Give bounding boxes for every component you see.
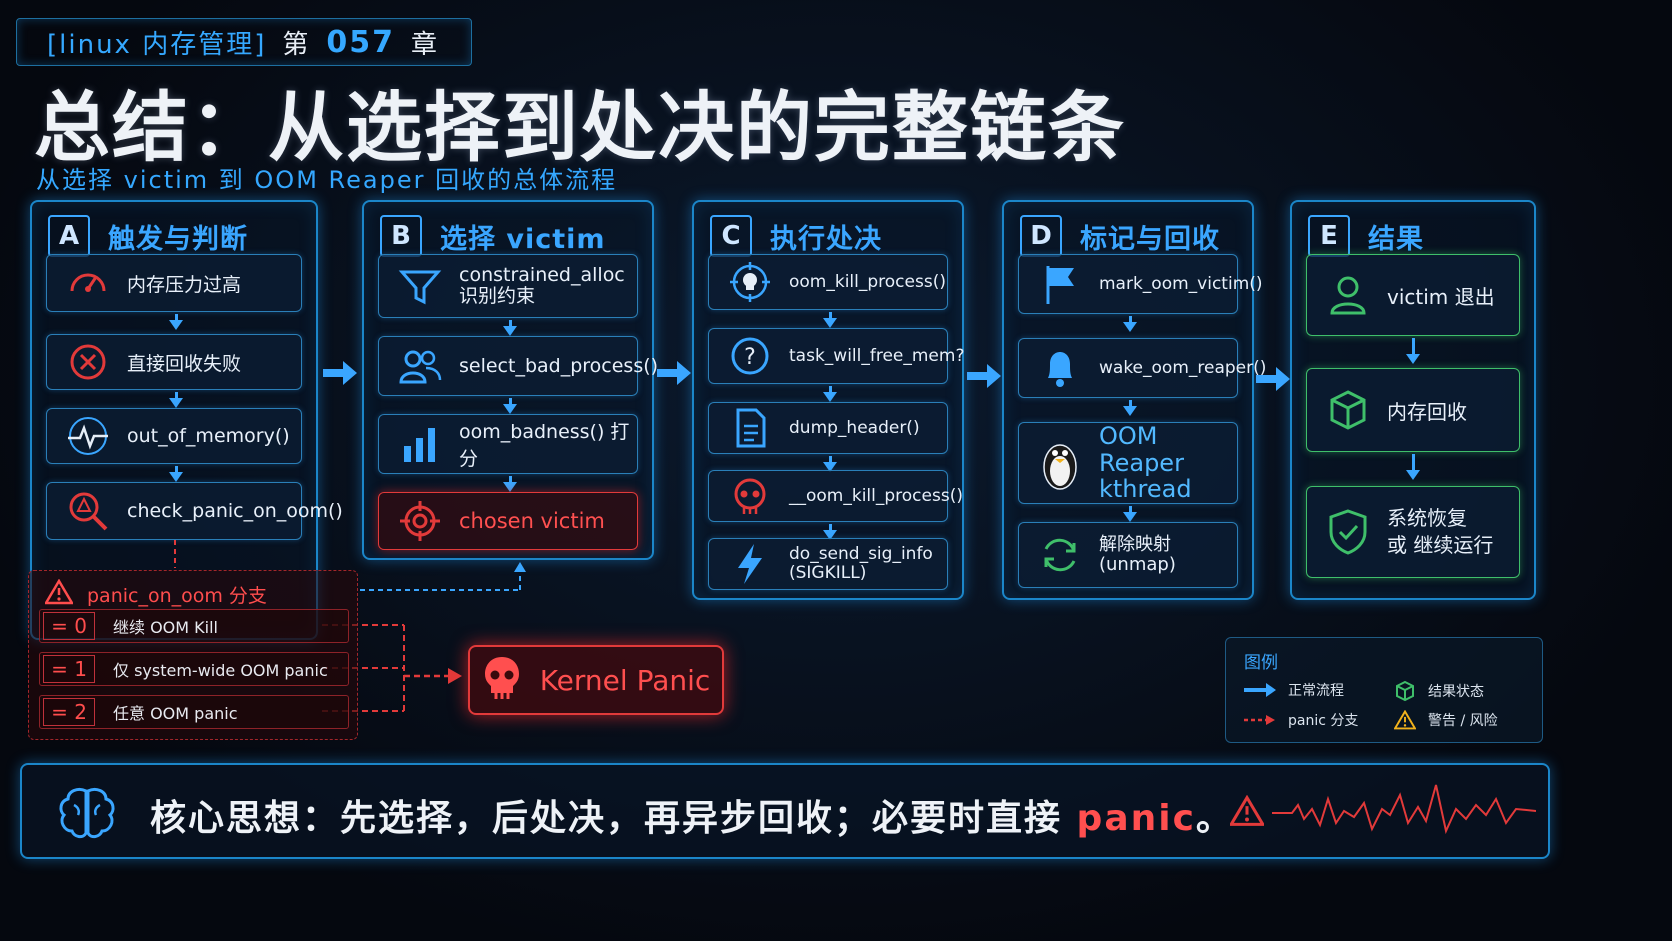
- ecg-waveform-icon: [1272, 784, 1536, 835]
- step-check-panic: check_panic_on_oom(): [46, 482, 343, 540]
- cube-icon: [1325, 387, 1371, 433]
- step-mark-oom-victim: mark_oom_victim(): [1018, 254, 1263, 314]
- target-icon: [397, 498, 443, 544]
- chosen-victim-box: chosen victim: [378, 492, 638, 550]
- skull-icon: [482, 655, 522, 706]
- filter-icon: [397, 263, 443, 309]
- panic-row-2: = 2 任意 OOM panic: [39, 695, 349, 729]
- dashed-arrow-icon: [1244, 715, 1275, 725]
- legend-warning: 警告 / 风险: [1394, 710, 1498, 730]
- flow-arrow-icon: [967, 364, 1001, 388]
- core-idea-text: 核心思想：先选择，后处决，再异步回收；必要时直接 panic。: [150, 798, 1234, 839]
- brain-icon: [56, 785, 118, 845]
- column-title: 标记与回收: [1080, 223, 1220, 255]
- step-oom-kill-process: oom_kill_process(): [708, 254, 948, 310]
- error-circle-icon: [65, 339, 111, 385]
- user-icon: [1325, 272, 1371, 318]
- chapter-label: 第: [282, 29, 311, 60]
- step-unmap: 解除映射(unmap): [1018, 522, 1238, 588]
- kernel-panic-label: Kernel Panic: [539, 663, 711, 697]
- legend-title: 图例: [1244, 653, 1278, 673]
- legend-result-state: 结果状态: [1394, 680, 1484, 702]
- step-select-bad-process: select_bad_process(): [378, 336, 658, 396]
- legend: 图例 正常流程 panic 分支 结果状态 警告 / 风险: [1225, 637, 1543, 743]
- warning-icon: [1394, 710, 1416, 730]
- step-do-send-sig-info: do_send_sig_info(SIGKILL): [708, 538, 948, 590]
- step-oom-kill-process-inner: __oom_kill_process(): [708, 470, 963, 522]
- panic-row-0: = 0 继续 OOM Kill: [39, 609, 349, 643]
- step-dump-header: dump_header(): [708, 402, 948, 454]
- document-icon: [727, 405, 773, 451]
- chapter-badge: [linux 内存管理] 第 057 章: [16, 18, 472, 66]
- flag-icon: [1037, 261, 1083, 307]
- kernel-panic-box: Kernel Panic: [468, 645, 724, 715]
- result-memory-reclaim: 内存回收: [1306, 368, 1520, 452]
- chapter-suffix: 章: [410, 29, 439, 60]
- step-oom-badness: oom_badness() 打分: [378, 414, 638, 474]
- step-wake-oom-reaper: wake_oom_reaper(): [1018, 338, 1266, 398]
- warning-search-icon: [65, 488, 111, 534]
- flow-arrow-icon: [323, 361, 357, 385]
- shield-check-icon: [1325, 509, 1371, 555]
- warning-icon: [1228, 794, 1266, 831]
- column-a-trigger: A 触发与判断 内存压力过高 直接回收失败 out_of_memory() ch…: [30, 200, 343, 640]
- step-reclaim-failed: 直接回收失败: [46, 334, 302, 390]
- warning-icon: [43, 578, 75, 610]
- skull-icon: [727, 473, 773, 519]
- step-memory-pressure: 内存压力过高: [46, 254, 302, 312]
- question-icon: ?: [727, 333, 773, 379]
- column-title: 触发与判断: [108, 223, 248, 255]
- result-victim-exit: victim 退出: [1306, 254, 1520, 336]
- core-idea-bar: 核心思想：先选择，后处决，再异步回收；必要时直接 panic。: [20, 763, 1550, 859]
- step-out-of-memory: out_of_memory(): [46, 408, 302, 464]
- legend-panic-branch: panic 分支: [1244, 710, 1358, 730]
- heartbeat-icon: [65, 413, 111, 459]
- legend-normal-flow: 正常流程: [1244, 680, 1344, 700]
- column-title: 选择 victim: [440, 223, 606, 255]
- column-e-result: E 结果 victim 退出 内存回收 系统恢复或 继续运行: [1290, 200, 1536, 600]
- panic-branch-title: panic_on_oom 分支: [87, 585, 267, 607]
- arrow-right-icon: [1244, 683, 1276, 697]
- gauge-icon: [65, 260, 111, 306]
- lightning-icon: [727, 541, 773, 587]
- page-subtitle: 从选择 victim 到 OOM Reaper 回收的总体流程: [36, 166, 618, 194]
- result-system-recover: 系统恢复或 继续运行: [1306, 486, 1520, 578]
- column-c-execute: C 执行处决 oom_kill_process() ? task_will_fr…: [692, 200, 964, 600]
- column-d-mark-reclaim: D 标记与回收 mark_oom_victim() wake_oom_reape…: [1002, 200, 1266, 600]
- users-icon: [397, 343, 443, 389]
- bell-icon: [1037, 345, 1083, 391]
- crosshair-skull-icon: [727, 259, 773, 305]
- flow-arrow-icon: [1256, 367, 1290, 391]
- flow-arrow-icon: [657, 361, 691, 385]
- chapter-number: 057: [326, 24, 395, 60]
- series-tag: [linux 内存管理]: [47, 29, 267, 60]
- step-task-will-free-mem: ? task_will_free_mem?: [708, 328, 964, 384]
- bar-chart-icon: [397, 421, 443, 467]
- penguin-icon: [1037, 440, 1083, 490]
- svg-text:?: ?: [744, 345, 756, 370]
- cube-icon: [1396, 680, 1414, 702]
- page-title: 总结：从选择到处决的完整链条: [34, 83, 1126, 172]
- column-title: 执行处决: [770, 223, 882, 255]
- panic-row-1: = 1 仅 system-wide OOM panic: [39, 652, 349, 686]
- refresh-icon: [1037, 532, 1083, 578]
- panic-on-oom-branch: panic_on_oom 分支 = 0 继续 OOM Kill = 1 仅 sy…: [28, 570, 358, 740]
- column-title: 结果: [1368, 223, 1424, 255]
